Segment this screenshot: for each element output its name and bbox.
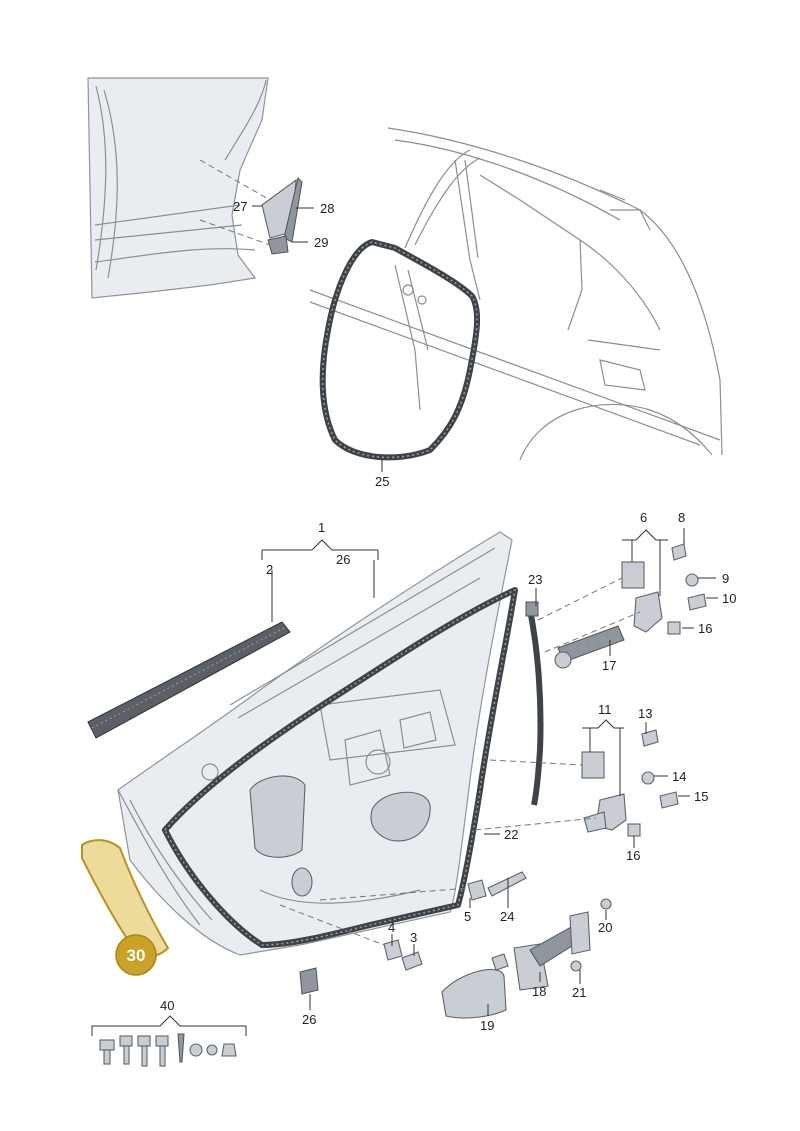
vertical-seal-part <box>525 601 544 806</box>
door-seal-part <box>162 587 518 948</box>
check-strap-part <box>554 625 625 669</box>
callout-21: 21 <box>572 985 586 1000</box>
callout-6: 6 <box>640 510 647 525</box>
upper-hinge-part <box>537 543 707 653</box>
callout-2: 2 <box>266 562 273 577</box>
door-inner-panel <box>201 689 456 904</box>
callout-labels: 27 28 29 25 1 2 26 23 6 8 9 10 16 17 11 … <box>160 199 736 1033</box>
door-shell <box>117 531 513 956</box>
badge-circle <box>115 934 157 976</box>
callout-20: 20 <box>598 920 612 935</box>
callout-27: 27 <box>233 199 247 214</box>
callout-3: 3 <box>410 930 417 945</box>
callout-30: 30 <box>127 946 146 965</box>
callout-25: 25 <box>375 474 389 489</box>
small-fasteners <box>279 871 527 995</box>
callout-16-upper: 16 <box>698 621 712 636</box>
callout-13: 13 <box>638 706 652 721</box>
callout-1: 1 <box>318 520 325 535</box>
callout-28: 28 <box>320 201 334 216</box>
callout-40: 40 <box>160 998 174 1013</box>
callout-10: 10 <box>722 591 736 606</box>
leader-lines <box>91 205 718 1036</box>
door-check-bracket-part <box>513 898 612 991</box>
callout-4: 4 <box>388 920 395 935</box>
callout-15: 15 <box>694 789 708 804</box>
callout-8: 8 <box>678 510 685 525</box>
door-handle-part <box>441 953 509 1019</box>
callout-14: 14 <box>672 769 686 784</box>
callout-26-bottom: 26 <box>302 1012 316 1027</box>
callout-9: 9 <box>722 571 729 586</box>
rear-window-trim-part <box>199 159 303 255</box>
fastener-kit-part <box>99 1033 237 1067</box>
callout-16-lower: 16 <box>626 848 640 863</box>
callout-18: 18 <box>532 984 546 999</box>
callout-29: 29 <box>314 235 328 250</box>
callout-30-badge: 30 <box>115 934 157 976</box>
car-body-rear <box>309 127 723 461</box>
callout-11: 11 <box>598 702 612 717</box>
callout-17: 17 <box>602 658 616 673</box>
callout-23: 23 <box>528 572 542 587</box>
highlighted-part-30 <box>81 839 170 960</box>
lower-hinge-part <box>474 729 679 837</box>
callout-22: 22 <box>504 827 518 842</box>
inset-quarter-panel <box>87 77 269 299</box>
callout-5: 5 <box>464 909 471 924</box>
door-opening-seal-part <box>319 239 481 461</box>
window-strip-part <box>87 621 291 739</box>
callout-24: 24 <box>500 909 514 924</box>
callout-26-top: 26 <box>336 552 350 567</box>
callout-19: 19 <box>480 1018 494 1033</box>
